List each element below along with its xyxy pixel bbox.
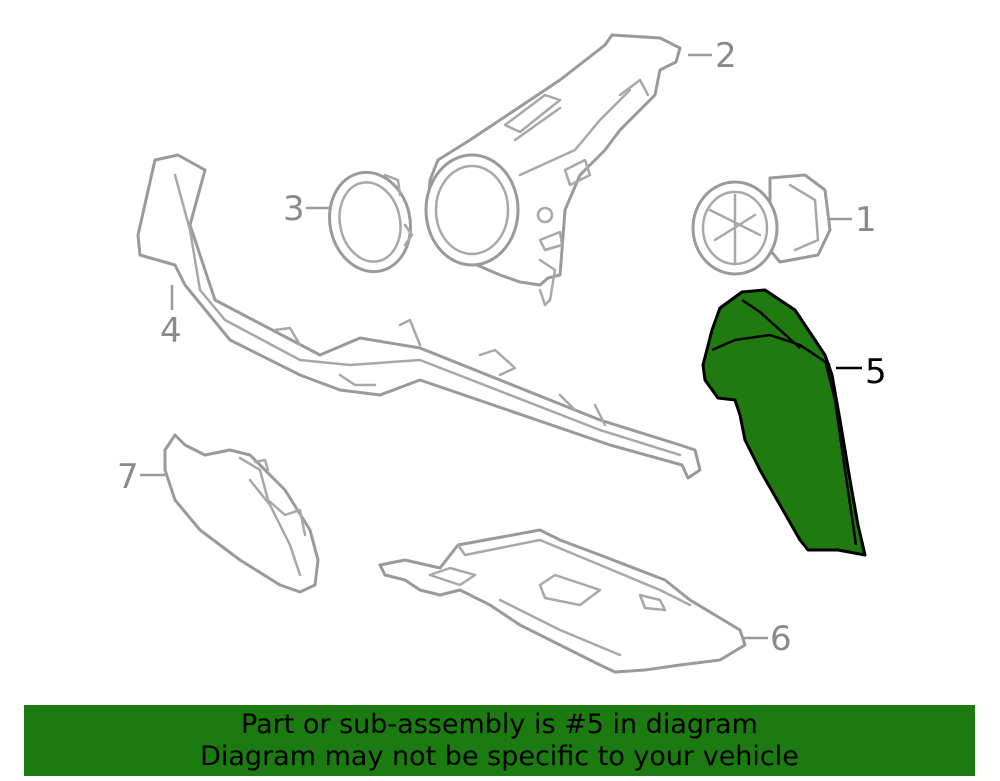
callout-4-number: 4: [160, 311, 182, 351]
callout-6: 6: [743, 619, 792, 659]
part-2-duct[interactable]: [424, 33, 682, 307]
info-banner: Part or sub-assembly is #5 in diagram Di…: [24, 705, 975, 776]
part-5-panel-highlighted[interactable]: [701, 288, 867, 557]
callout-1-number: 1: [855, 200, 877, 240]
callout-2-number: 2: [715, 36, 737, 76]
part-3-ring[interactable]: [320, 165, 419, 279]
callout-7: 7: [117, 457, 165, 497]
banner-line-1: Part or sub-assembly is #5 in diagram: [241, 708, 758, 740]
part-6-tray[interactable]: [378, 528, 747, 674]
parts-diagram: 1 2 3 4 5 6 7: [117, 33, 887, 674]
part-4-bracket[interactable]: [136, 153, 702, 480]
callout-4: 4: [160, 285, 182, 351]
callout-6-number: 6: [770, 619, 792, 659]
part-7-cover[interactable]: [163, 433, 320, 594]
callout-3-number: 3: [283, 189, 305, 229]
part-1-vent[interactable]: [691, 173, 832, 276]
callout-5: 5: [836, 352, 887, 392]
banner-line-2: Diagram may not be specific to your vehi…: [200, 740, 799, 772]
callout-3: 3: [283, 189, 330, 229]
callout-5-number: 5: [865, 352, 887, 392]
callout-7-number: 7: [117, 457, 139, 497]
callout-2: 2: [688, 36, 737, 76]
callout-1: 1: [828, 200, 877, 240]
